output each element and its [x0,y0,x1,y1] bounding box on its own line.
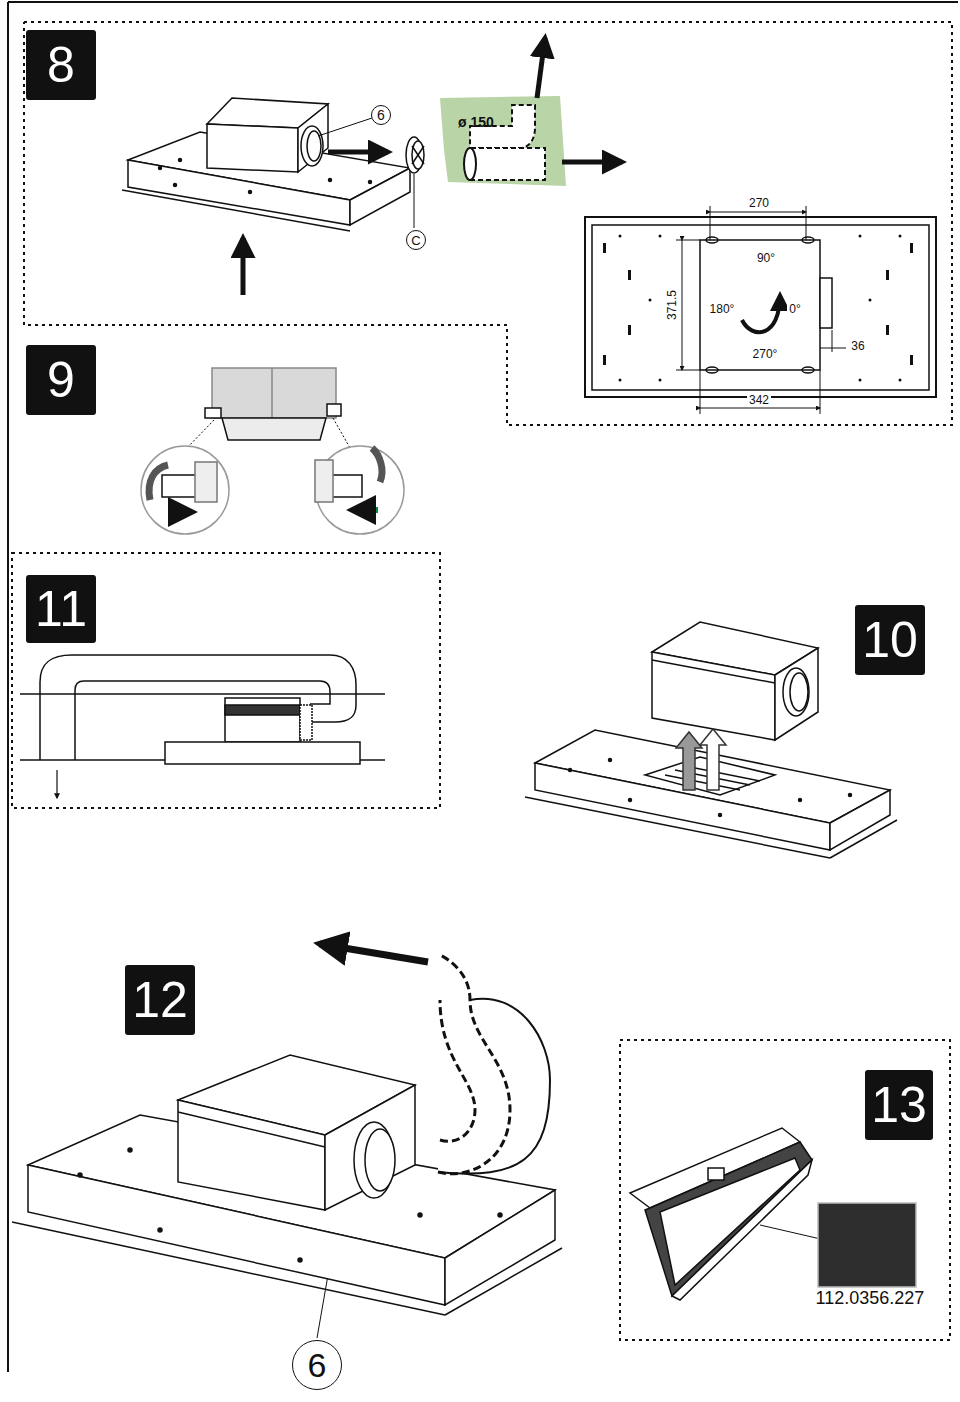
callout-number: C [406,230,426,250]
plan-view [585,206,936,414]
dimension-label: 0° [787,302,802,316]
callout-number: 6 [371,105,391,125]
step-number: 13 [865,1070,933,1140]
dimension-label: 270° [751,347,780,361]
damper-c [406,137,424,173]
panel-borders [12,22,952,1340]
arrows-step8 [243,152,388,295]
hood-step8 [122,98,410,231]
step-number: 12 [125,965,195,1035]
step-number: 11 [26,575,96,643]
duct-diameter: ø 150 [456,114,496,130]
filter-step13 [630,1128,916,1300]
label-text: 13 [871,1080,927,1130]
dimension-label: 270 [747,196,771,210]
hood-detail-step9 [141,368,404,534]
part-number: 112.0356.227 [814,1288,927,1308]
label-text: 10 [862,615,918,665]
label-text: 6 [308,1348,327,1382]
step-number: 10 [855,605,925,675]
dimension-label: 36 [849,339,866,353]
label-text: 6 [377,108,385,122]
dimension-label: 371.5 [665,288,679,322]
leader-lines [317,118,414,1338]
label-text: 8 [47,40,75,90]
label-text: C [411,234,420,247]
hood-step12 [12,955,562,1315]
hood-step10 [525,622,897,858]
dimension-label: 90° [755,251,777,265]
duct-installation-step11 [20,655,385,798]
label-text: 9 [47,355,75,405]
dimension-label: 180° [708,302,737,316]
page-frame [8,2,958,1372]
duct-option [440,38,622,186]
dimension-label: 342 [747,393,771,407]
step-number: 8 [26,30,96,100]
arrow-step12 [320,944,428,962]
step-number: 9 [26,345,96,415]
callout-number: 6 [292,1340,342,1390]
label-text: 12 [132,975,188,1025]
label-text: 11 [35,584,87,634]
